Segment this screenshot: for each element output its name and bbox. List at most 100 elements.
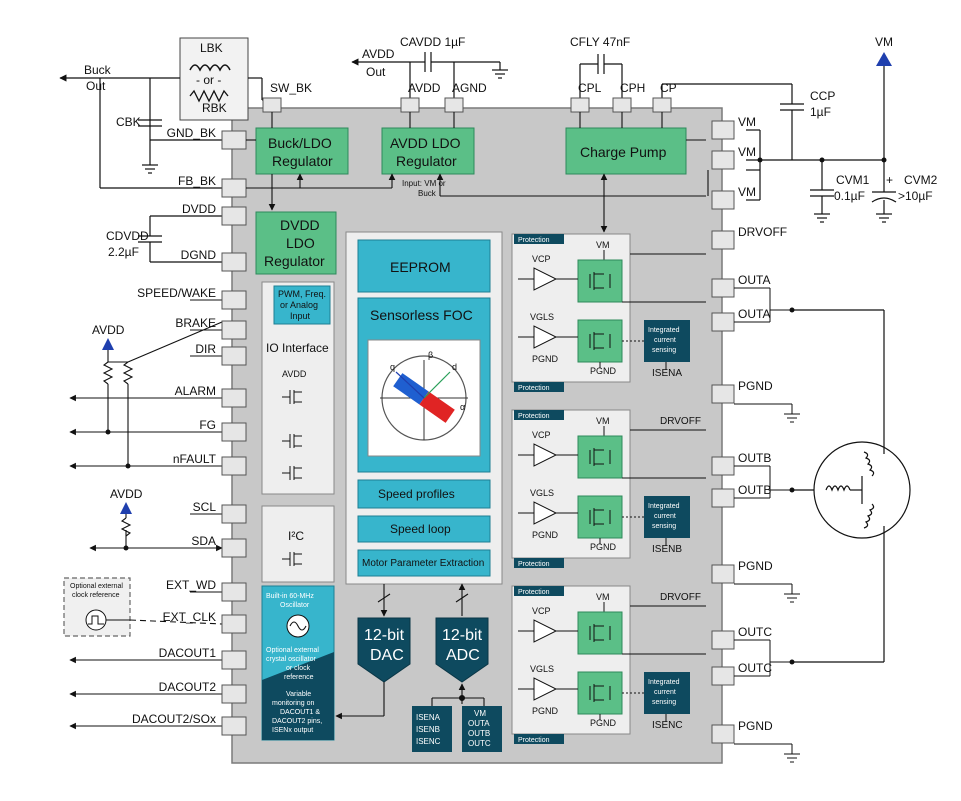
svg-text:Input: Input [290, 311, 311, 321]
pin-label: FG [199, 418, 216, 432]
buck-out-label-1: Buck [84, 63, 112, 77]
buck-inductor-box: LBK - or - RBK [179, 37, 249, 121]
pin-label: DVDD [182, 202, 216, 216]
pin-cpl [570, 97, 590, 113]
svg-text:Protection: Protection [518, 589, 550, 596]
mcu-core: EEPROM Sensorless FOC β α d q Speed prof… [345, 231, 503, 585]
svg-text:ISENA: ISENA [652, 368, 682, 379]
eeprom-label: EEPROM [390, 259, 451, 275]
i2c-pullup [89, 513, 223, 552]
plus-label: + [886, 173, 893, 187]
pin-pgnd [711, 564, 735, 584]
svg-text:Charge Pump: Charge Pump [580, 144, 667, 160]
pin-pgnd [711, 724, 735, 744]
c-avdd-label: CAVDD 1µF [400, 35, 465, 49]
svg-text:crystal oscillator: crystal oscillator [266, 656, 316, 663]
pin-label: DRVOFF [738, 225, 787, 239]
svg-text:12-bit: 12-bit [442, 627, 483, 644]
pin-dacout1 [221, 650, 247, 670]
svg-text:α: α [460, 402, 465, 412]
pin-outa [711, 278, 735, 298]
c-vm1-label-1: CVM1 [836, 173, 870, 187]
io-interface-panel: PWM, Freq. or Analog Input IO Interface … [261, 281, 335, 495]
svg-text:current: current [654, 337, 676, 344]
pin-outb [711, 456, 735, 476]
pin-vm [711, 150, 735, 170]
svg-text:Input: VM or: Input: VM or [402, 179, 446, 188]
right-pin-column: VMVMVMDRVOFFOUTAOUTAPGNDOUTBOUTBPGNDOUTC… [711, 115, 800, 763]
ground-symbol [142, 164, 158, 174]
svg-text:ISENx output: ISENx output [272, 727, 313, 734]
c-cp-label-1: CCP [810, 89, 835, 103]
phase-driver-1: ProtectionProtectionVMVCPVGLSPGNDPGNDInt… [511, 233, 706, 392]
pin-dgnd [221, 252, 247, 272]
svg-text:DRVOFF: DRVOFF [660, 592, 701, 603]
pin-label: GND_BK [167, 126, 216, 140]
c-fly-label: CFLY 47nF [570, 35, 630, 49]
svg-text:OUTB: OUTB [468, 729, 490, 738]
pin-label: EXT_WD [166, 578, 216, 592]
pin-outb [711, 488, 735, 508]
pullup-network [69, 321, 223, 470]
dac-block: 12-bit DAC [357, 617, 411, 683]
pin-agnd [444, 97, 464, 113]
svg-text:Regulator: Regulator [264, 253, 325, 269]
svg-text:Optional external: Optional external [266, 647, 319, 654]
svg-text:VGLS: VGLS [530, 664, 554, 674]
svg-text:Protection: Protection [518, 737, 550, 744]
pin-label: FB_BK [178, 174, 216, 188]
cdvdd-cap [138, 215, 222, 263]
pin-label: OUTA [738, 273, 770, 287]
svg-text:Variable: Variable [286, 691, 311, 698]
pin-label: DGND [181, 248, 217, 262]
svg-text:I²C: I²C [288, 529, 304, 543]
svg-text:VM: VM [596, 416, 610, 426]
svg-text:Protection: Protection [518, 237, 550, 244]
pin-fb-bk [221, 178, 247, 198]
svg-text:VGLS: VGLS [530, 312, 554, 322]
pin-label: PGND [738, 719, 773, 733]
pin-vm [711, 190, 735, 210]
avdd-arrow-2 [120, 502, 132, 514]
pin-label: DACOUT2 [159, 680, 217, 694]
phase-driver-2: ProtectionProtectionVMVCPVGLSPGNDPGNDInt… [511, 409, 706, 568]
pin-cph [612, 97, 632, 113]
svg-text:q: q [390, 362, 395, 372]
pin-label: CPL [578, 81, 602, 95]
pin-cp [652, 97, 672, 113]
or-label: - or - [196, 73, 221, 87]
pin-label: PGND [738, 379, 773, 393]
svg-text:VCP: VCP [532, 254, 551, 264]
foc-label: Sensorless FOC [370, 307, 473, 323]
svg-text:Integrated: Integrated [648, 327, 680, 334]
pin-label: CPH [620, 81, 645, 95]
svg-text:or clock: or clock [286, 665, 311, 672]
pin-label: nFAULT [173, 452, 217, 466]
svg-text:clock reference: clock reference [72, 592, 120, 599]
pin-sw-bk [262, 97, 282, 113]
pin-brake [221, 320, 247, 340]
svg-text:monitoring on: monitoring on [272, 700, 315, 707]
pin-label: OUTA [738, 307, 770, 321]
avdd-out-label-1: AVDD [362, 47, 395, 61]
c-dvdd-label-1: CDVDD [106, 229, 149, 243]
svg-text:Integrated: Integrated [648, 679, 680, 686]
pin-label: DACOUT1 [159, 646, 217, 660]
pin-label: VM [738, 115, 756, 129]
svg-text:sensing: sensing [652, 699, 676, 706]
pin-label: SW_BK [270, 81, 312, 95]
avdd-out-label-2: Out [366, 65, 386, 79]
pin-dacout2 [221, 684, 247, 704]
svg-text:PGND: PGND [532, 354, 559, 364]
pin-ext-clk [221, 614, 247, 634]
pin-scl [221, 504, 247, 524]
c-bk-label: CBK [116, 115, 141, 129]
svg-text:PGND: PGND [532, 706, 559, 716]
svg-text:current: current [654, 689, 676, 696]
cfly-cap [579, 54, 623, 98]
vm-top-label: VM [875, 35, 893, 49]
motor-symbol [792, 309, 911, 663]
r-bk-label: RBK [202, 101, 227, 115]
